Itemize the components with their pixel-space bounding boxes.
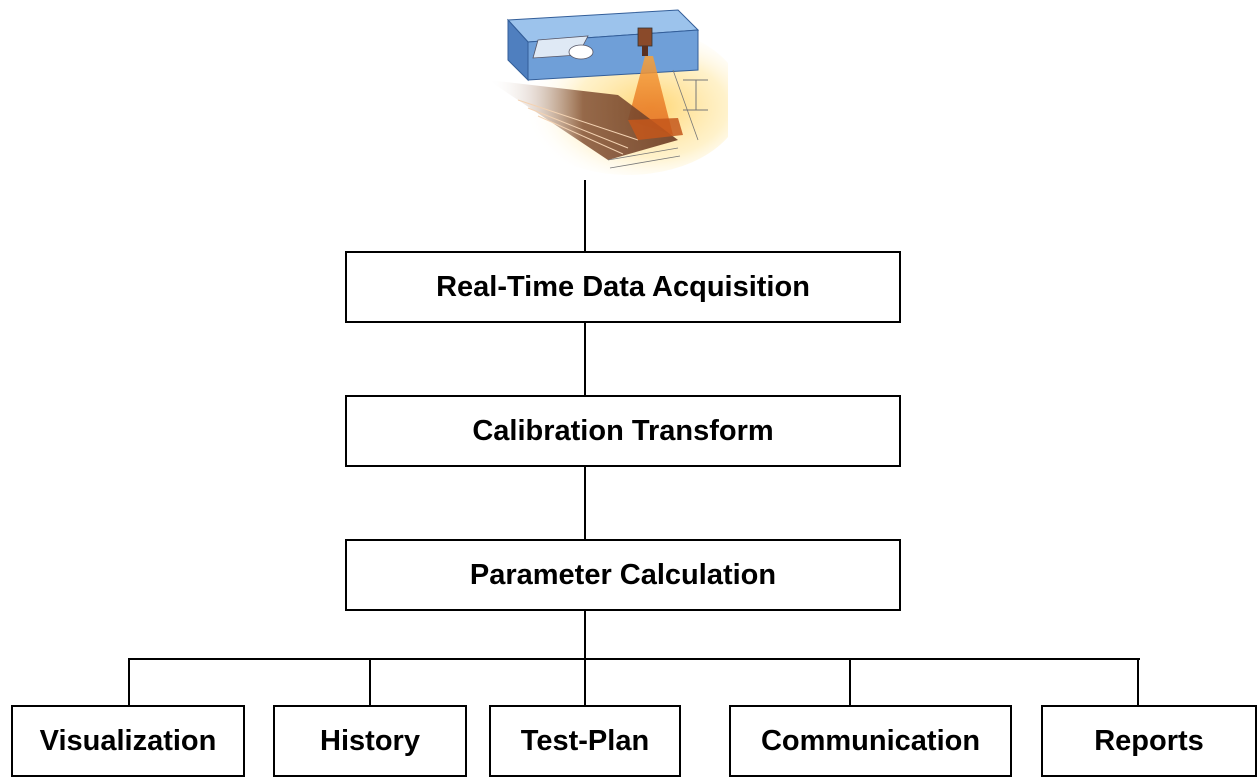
reports-box: Reports <box>1041 705 1257 777</box>
connector-line <box>1137 658 1139 706</box>
connector-line <box>584 610 586 660</box>
connector-line <box>584 180 586 252</box>
connector-line <box>584 466 586 540</box>
connector-line <box>369 658 371 706</box>
test-plan-box: Test-Plan <box>489 705 681 777</box>
connector-line <box>849 658 851 706</box>
parameter-calculation-box: Parameter Calculation <box>345 539 901 611</box>
history-box: History <box>273 705 467 777</box>
laser-profile-sensor-icon <box>488 9 728 175</box>
branch-bar <box>128 658 1140 660</box>
connector-line <box>584 322 586 396</box>
connector-line <box>584 658 586 706</box>
real-time-data-acquisition-box: Real-Time Data Acquisition <box>345 251 901 323</box>
visualization-box: Visualization <box>11 705 245 777</box>
calibration-transform-box: Calibration Transform <box>345 395 901 467</box>
communication-box: Communication <box>729 705 1012 777</box>
connector-line <box>128 658 130 706</box>
